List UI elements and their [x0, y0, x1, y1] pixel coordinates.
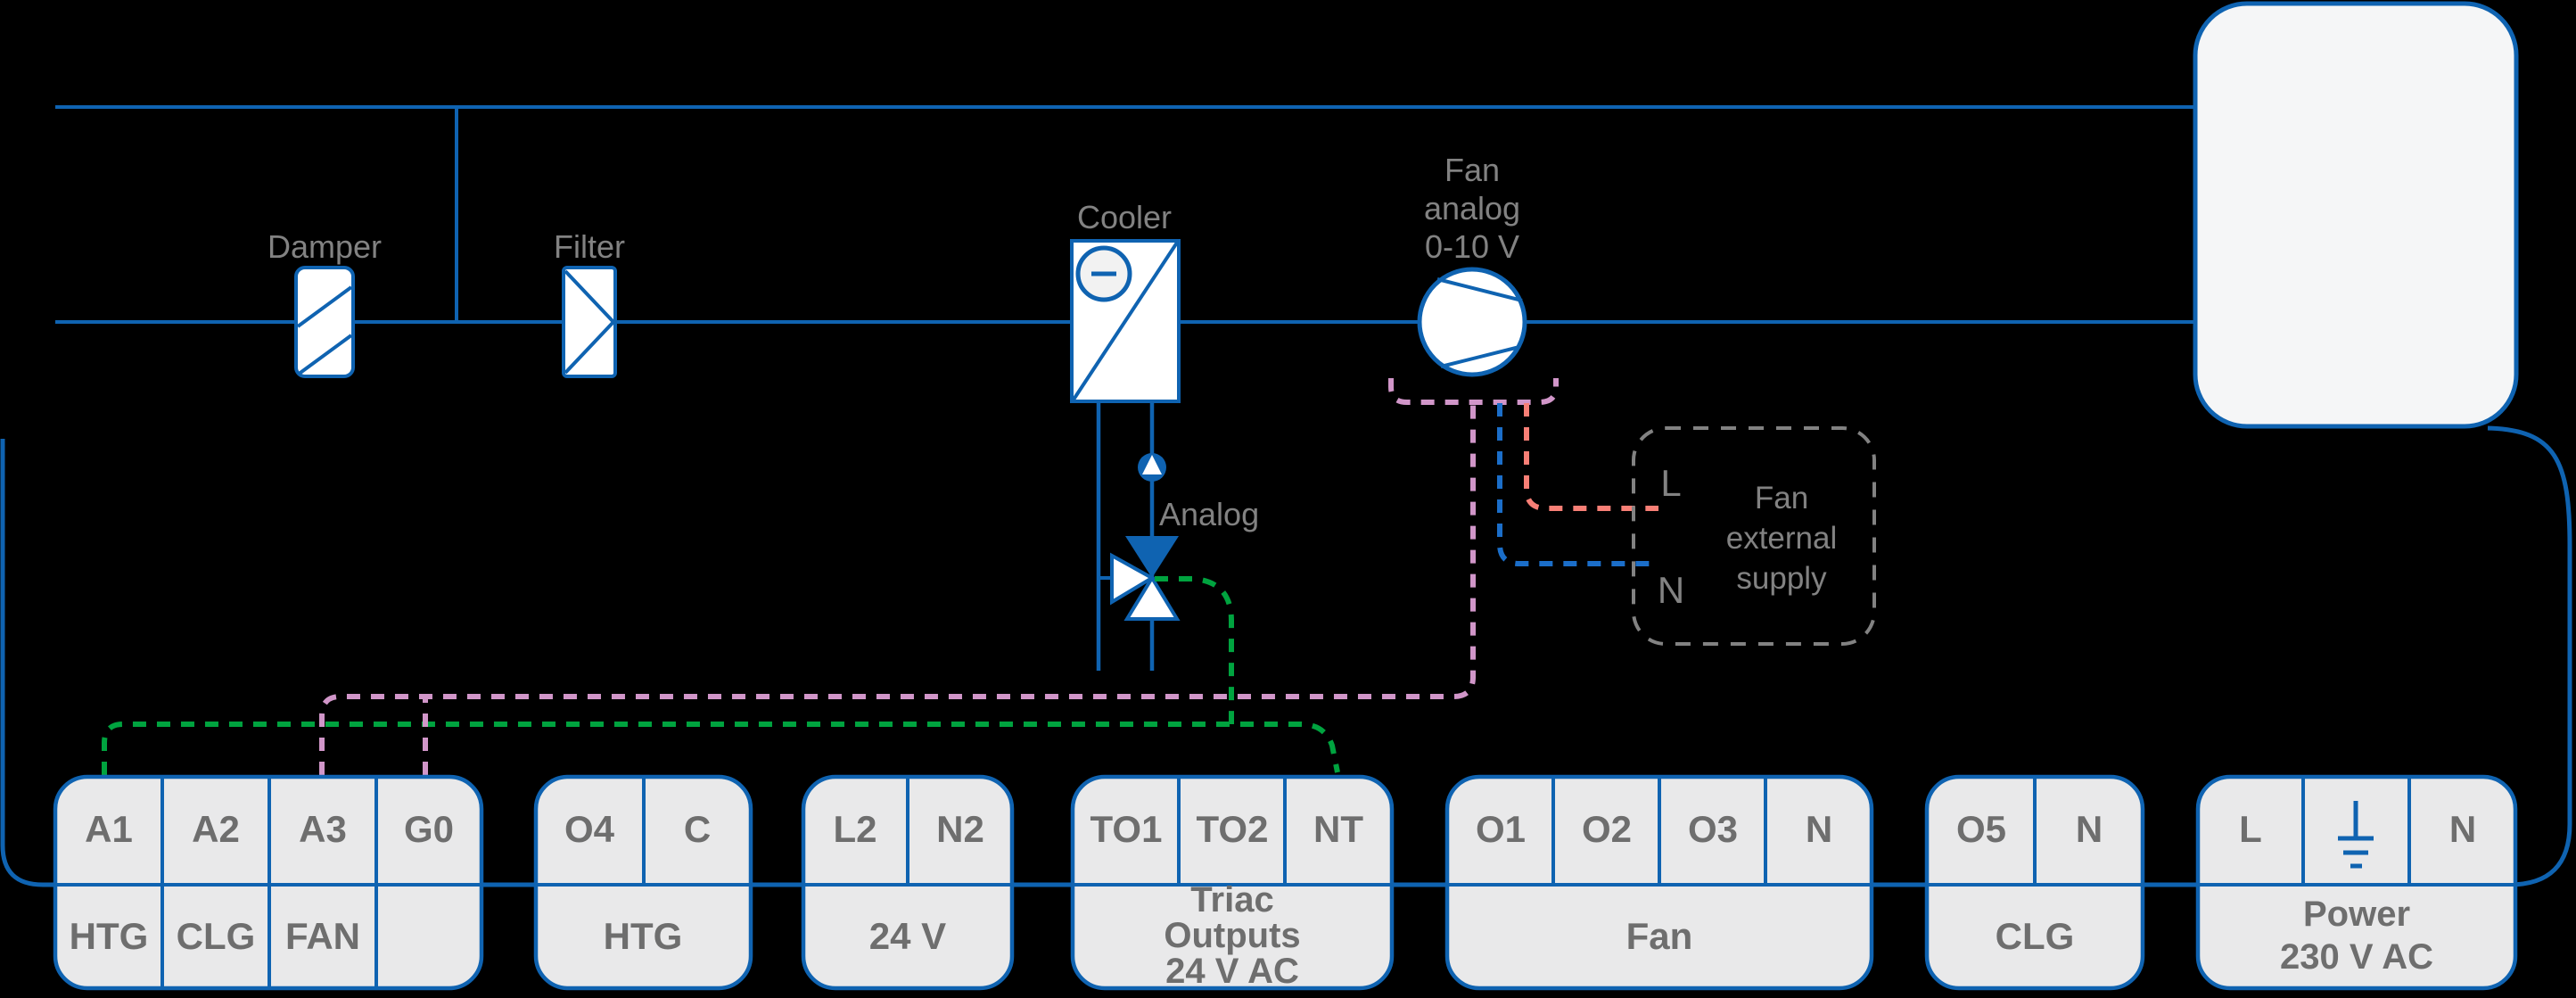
terminal-a3: A3: [299, 808, 347, 850]
terminal-to2: TO2: [1197, 808, 1269, 850]
pump-triangle: [1142, 455, 1162, 474]
terminal-block-htg: O4 C HTG: [533, 774, 753, 991]
label-fan: FAN: [285, 915, 360, 957]
block-label-triac3: 24 V AC: [1165, 952, 1299, 991]
pump-icon: [1138, 453, 1166, 482]
fan-blade-bottom: [1440, 345, 1520, 368]
valve-analog-label: Analog: [1159, 496, 1259, 532]
terminal-a1: A1: [85, 808, 133, 850]
fan-cable-bracket: [1388, 378, 1559, 405]
terminal-g0: G0: [404, 808, 454, 850]
terminal-block-clg: O5 N CLG: [1924, 774, 2145, 991]
terminal-block-24v: L2 N2 24 V: [801, 774, 1015, 991]
supply-terminal-l: L: [1660, 462, 1681, 504]
terminal-n: N: [2076, 808, 2103, 850]
valve-bottom-triangle: [1123, 574, 1181, 621]
cooler-symbol: [1070, 239, 1181, 403]
damper-label: Damper: [267, 228, 382, 265]
terminal-a2: A2: [192, 808, 240, 850]
terminal-rail-line: [0, 425, 2572, 887]
valve-left-triangle: [1110, 552, 1156, 606]
damper-stripes: [296, 285, 353, 376]
block-label-fan: Fan: [1626, 915, 1693, 957]
controller-panel: [2193, 1, 2519, 429]
terminal-o5: O5: [1956, 808, 2006, 850]
block-label-clg: CLG: [1996, 915, 2075, 957]
cooler-diagonal: [1072, 241, 1179, 401]
valve-top-triangle: [1125, 536, 1179, 578]
terminal-l2: L2: [833, 808, 876, 850]
supply-label-line3: supply: [1736, 561, 1827, 596]
supply-terminal-n: N: [1658, 569, 1684, 611]
block-label-htg: HTG: [604, 915, 683, 957]
block-label-power2: 230 V AC: [2280, 937, 2433, 977]
terminal-nt: NT: [1313, 808, 1363, 850]
terminal-n: N: [1806, 808, 1832, 850]
block-body: [2195, 774, 2518, 991]
cooler-label: Cooler: [1077, 199, 1172, 235]
fan-label-line3: 0-10 V: [1425, 228, 1519, 265]
terminal-o1: O1: [1476, 808, 1526, 850]
filter-chevron: [564, 269, 616, 375]
fan-blade-top: [1436, 277, 1523, 302]
terminal-l: L: [2239, 808, 2262, 850]
terminal-block-analog: A1 A2 A3 G0 HTG CLG FAN: [53, 774, 484, 991]
earth-ground-icon: [2338, 801, 2374, 869]
fan-icon: [1417, 267, 1527, 377]
terminal-o3: O3: [1688, 808, 1738, 850]
supply-box-border: [1632, 426, 1876, 646]
terminal-n2: N2: [936, 808, 984, 850]
terminal-c: C: [684, 808, 711, 850]
terminal-o4: O4: [564, 808, 615, 850]
terminal-block-triac: TO1 TO2 NT Triac Outputs 24 V AC: [1070, 774, 1395, 991]
green-wire-valve-branch: [1155, 576, 1234, 724]
red-wire-line: [1524, 403, 1658, 511]
block-label-triac1: Triac: [1190, 880, 1273, 920]
cooler-piping: [1096, 401, 1181, 671]
label-clg: CLG: [177, 915, 256, 957]
terminal-n: N: [2449, 808, 2476, 850]
green-wire-bus: [102, 722, 1340, 775]
fan-label-line1: Fan: [1444, 152, 1500, 188]
block-label-triac2: Outputs: [1164, 916, 1300, 955]
filter-body: [562, 266, 617, 378]
valve-icon: [1099, 536, 1181, 621]
damper-symbol: [294, 266, 355, 378]
fan-external-supply-box: L N Fan external supply: [1632, 426, 1876, 646]
block-label-24v: 24 V: [869, 915, 946, 957]
terminal-block-fan: O1 O2 O3 N Fan: [1444, 774, 1874, 991]
filter-label: Filter: [554, 228, 625, 265]
pink-wire-bus: [319, 403, 1476, 775]
blue-wire-neutral: [1497, 403, 1658, 566]
supply-label-line1: Fan: [1755, 481, 1808, 515]
label-htg: HTG: [70, 915, 149, 957]
filter-symbol: [562, 266, 617, 378]
block-label-power1: Power: [2303, 895, 2410, 934]
terminal-o2: O2: [1582, 808, 1632, 850]
signal-wires: [102, 378, 1658, 775]
terminal-block-power: L N Power 230 V AC: [2195, 774, 2518, 991]
supply-label-line2: external: [1726, 521, 1838, 556]
fan-label-line2: analog: [1424, 190, 1520, 227]
fan-label: Fan analog 0-10 V: [1424, 152, 1520, 265]
block-body: [1070, 774, 1395, 991]
terminal-to1: TO1: [1090, 808, 1163, 850]
